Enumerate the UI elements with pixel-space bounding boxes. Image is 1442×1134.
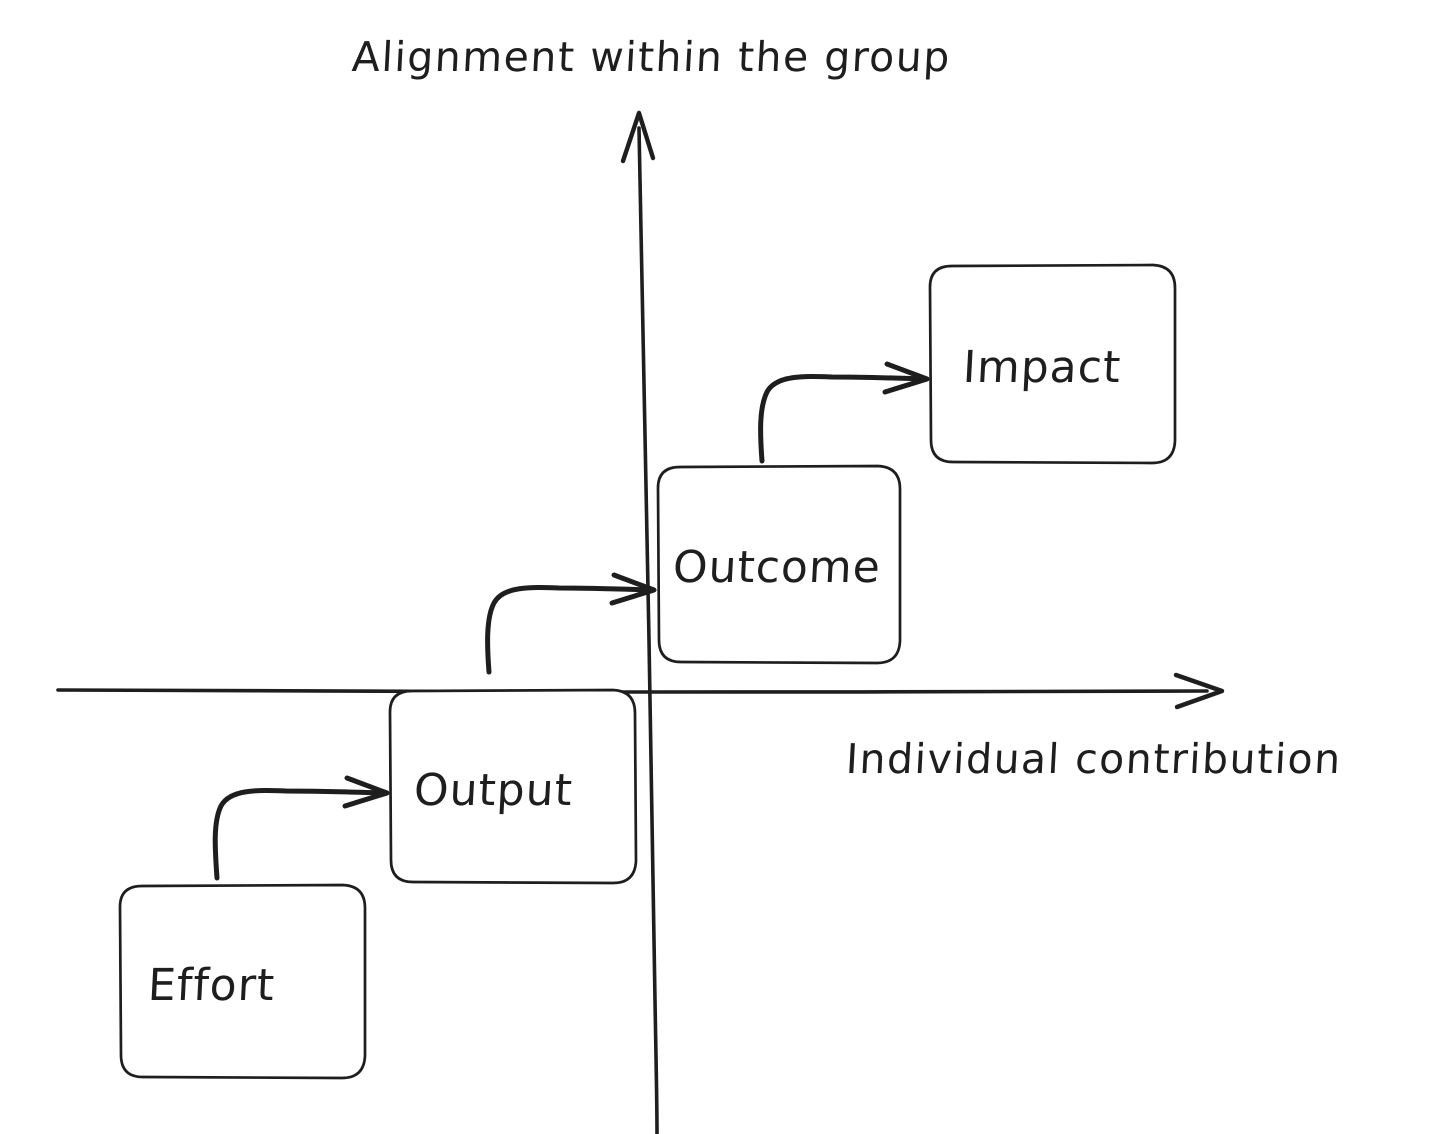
y-axis-arrowhead-icon <box>620 110 656 164</box>
connector-output-to-outcome <box>485 572 657 675</box>
output-box-outline <box>388 688 638 885</box>
node-box-effort[interactable] <box>118 883 367 1080</box>
node-box-impact[interactable] <box>928 263 1177 465</box>
connector-effort-to-output <box>212 775 390 881</box>
node-label-impact: Impact <box>961 342 1123 393</box>
x-axis <box>56 672 1225 710</box>
x-axis-line <box>56 688 1209 694</box>
node-label-output: Output <box>412 765 575 816</box>
y-axis <box>620 110 659 1134</box>
effort-to-output-path <box>212 788 388 881</box>
node-label-outcome: Outcome <box>671 542 883 593</box>
connector-outcome-to-impact <box>758 361 930 464</box>
effort-box-outline <box>118 883 367 1080</box>
y-axis-label: Alignment within the group <box>350 33 953 81</box>
effort-to-output-arrowhead-icon <box>342 775 390 809</box>
outcome-to-impact-arrowhead-icon <box>882 361 930 395</box>
node-label-effort: Effort <box>146 960 277 1011</box>
x-axis-arrowhead-icon <box>1173 672 1225 710</box>
outcome-to-impact-path <box>758 374 928 464</box>
outcome-box-outline <box>656 464 902 665</box>
x-axis-label: Individual contribution <box>844 735 1343 783</box>
output-to-outcome-path <box>485 585 655 675</box>
y-axis-line <box>637 126 659 1134</box>
output-to-outcome-arrowhead-icon <box>609 572 657 606</box>
node-box-outcome[interactable] <box>656 464 902 665</box>
impact-box-outline <box>928 263 1177 465</box>
node-box-output[interactable] <box>388 688 638 885</box>
